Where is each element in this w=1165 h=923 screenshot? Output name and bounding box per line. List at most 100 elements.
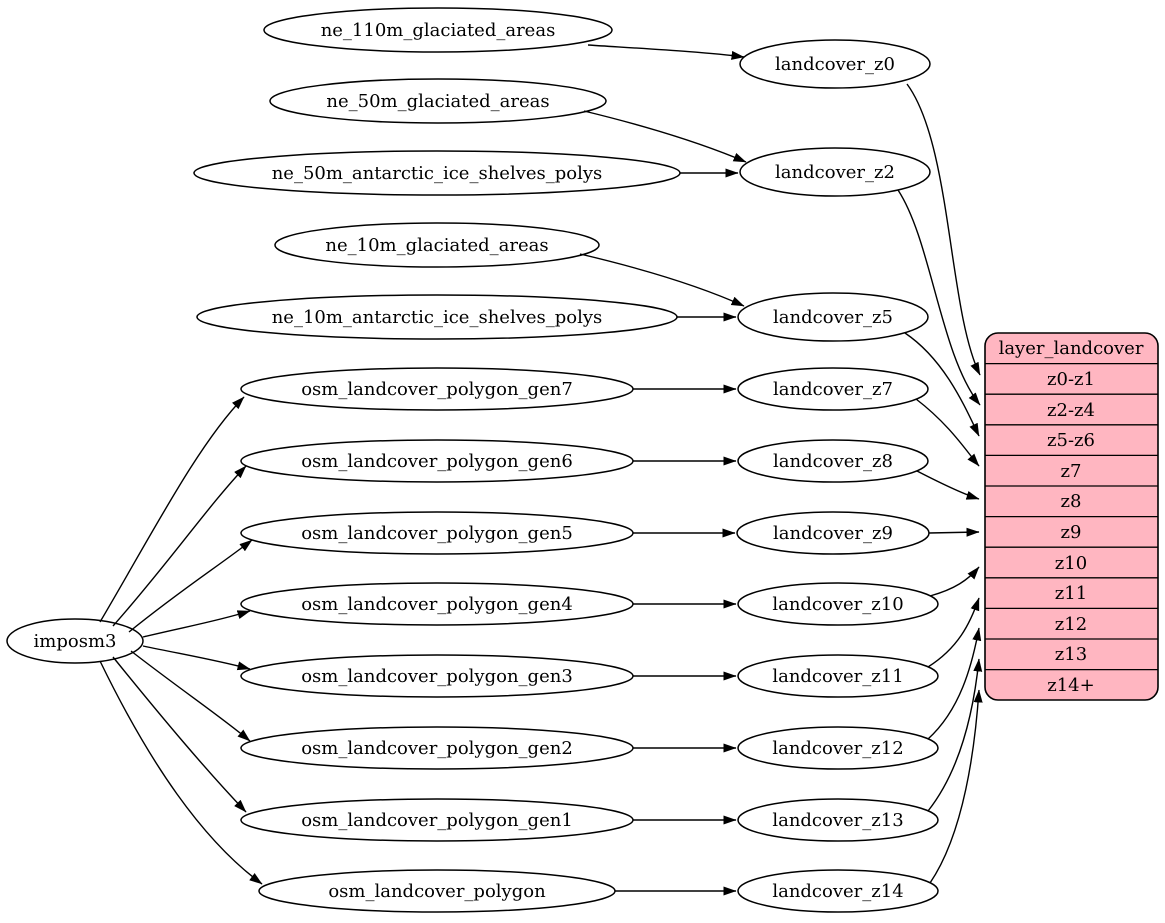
node-label: landcover_z10 — [772, 594, 903, 615]
table-row-label: z7 — [1061, 461, 1082, 482]
edge-z12-to-row-z12 — [927, 627, 982, 740]
node-landcover-z0: landcover_z0 — [739, 39, 931, 89]
edge-ne110m-glaciated-to-z0 — [587, 44, 745, 60]
edge-z10-to-row-z10 — [929, 566, 980, 597]
node-label: ne_10m_glaciated_areas — [325, 235, 548, 256]
node-osm-landcover-polygon-gen2: osm_landcover_polygon_gen2 — [240, 726, 634, 770]
node-ellipse — [6, 618, 144, 664]
edge-ne10m-glaciated-to-z5 — [579, 253, 745, 307]
node-osm-landcover-polygon-gen5: osm_landcover_polygon_gen5 — [240, 511, 634, 555]
node-landcover-z8: landcover_z8 — [737, 439, 929, 483]
node-osm-landcover-polygon-gen1: osm_landcover_polygon_gen1 — [240, 798, 634, 842]
node-label: landcover_z11 — [772, 666, 903, 687]
node-landcover-z11: landcover_z11 — [737, 654, 939, 698]
node-label: ne_50m_antarctic_ice_shelves_polys — [272, 163, 603, 184]
node-ellipse — [739, 147, 931, 197]
table-row-label: z12 — [1055, 614, 1087, 635]
layer-landcover-table: layer_landcover z0-z1 z2-z4 z5-z6 z7 z8 … — [984, 332, 1159, 701]
node-label: osm_landcover_polygon_gen7 — [301, 379, 573, 400]
table-row-label: z0-z1 — [1047, 369, 1095, 390]
table-row-label: z8 — [1061, 491, 1082, 512]
node-landcover-z10: landcover_z10 — [737, 582, 939, 626]
node-label: ne_10m_antarctic_ice_shelves_polys — [272, 307, 603, 328]
edge-imposm3-to-gen1 — [112, 656, 247, 813]
node-ellipse — [737, 439, 929, 483]
node-label: imposm3 — [34, 631, 117, 652]
node-ellipse — [737, 582, 939, 626]
edge-z9-to-row-z9 — [928, 527, 980, 537]
node-label: landcover_z7 — [773, 379, 893, 400]
edges-views-to-table-rows — [897, 83, 983, 884]
edge-imposm3-to-gen6 — [112, 465, 247, 627]
edge-z8-to-row-z8 — [916, 470, 980, 500]
node-ne-110m-glaciated-areas: ne_110m_glaciated_areas — [263, 7, 613, 53]
edge-z0-to-row-z0-z1 — [906, 83, 981, 376]
edge-z5-to-row-z5-z6 — [904, 332, 980, 437]
node-ellipse — [737, 726, 939, 770]
node-label: osm_landcover_polygon — [328, 881, 546, 902]
table-row-label: z14+ — [1047, 675, 1094, 696]
edge-z13-to-row-z13 — [927, 658, 983, 812]
edge-imposm3-to-gen7 — [99, 396, 245, 623]
node-imposm3: imposm3 — [6, 618, 144, 664]
node-label: landcover_z2 — [775, 162, 895, 183]
node-ne-10m-antarctic-ice-shelves-polys: ne_10m_antarctic_ice_shelves_polys — [196, 294, 678, 340]
node-ne-50m-glaciated-areas: ne_50m_glaciated_areas — [269, 78, 607, 124]
node-ellipse — [739, 39, 931, 89]
node-ne-10m-glaciated-areas: ne_10m_glaciated_areas — [274, 222, 600, 268]
edge-z7-to-row-z7 — [915, 398, 980, 467]
edge-imposm3-to-gen5 — [128, 539, 253, 633]
node-osm-landcover-polygon-gen7: osm_landcover_polygon_gen7 — [240, 367, 634, 411]
node-landcover-z7: landcover_z7 — [737, 367, 929, 411]
node-osm-landcover-polygon-gen6: osm_landcover_polygon_gen6 — [240, 439, 634, 483]
edge-imposm3-to-gen4 — [142, 610, 251, 638]
edges-importer-to-osm-tables — [99, 396, 263, 885]
node-ellipse — [269, 78, 607, 124]
edge-imposm3-to-polygon — [99, 660, 263, 885]
table-title: layer_landcover — [999, 338, 1144, 359]
table-row-label: z9 — [1061, 522, 1082, 543]
node-label: landcover_z8 — [773, 451, 893, 472]
edge-imposm3-to-gen3 — [142, 645, 251, 671]
table-row-label: z2-z4 — [1047, 400, 1095, 421]
node-label: landcover_z14 — [772, 881, 903, 902]
table-row-label: z13 — [1055, 644, 1087, 665]
node-label: osm_landcover_polygon_gen5 — [301, 523, 573, 544]
node-osm-landcover-polygon-gen4: osm_landcover_polygon_gen4 — [240, 582, 634, 626]
node-label: ne_50m_glaciated_areas — [326, 91, 549, 112]
node-ellipse — [263, 7, 613, 53]
node-label: landcover_z12 — [772, 738, 903, 759]
node-ellipse — [737, 367, 929, 411]
node-landcover-z14: landcover_z14 — [737, 869, 939, 913]
node-label: osm_landcover_polygon_gen6 — [301, 451, 573, 472]
node-label: osm_landcover_polygon_gen1 — [301, 810, 573, 831]
edge-z14-to-row-z14plus — [929, 689, 983, 884]
node-label: landcover_z9 — [773, 523, 893, 544]
node-landcover-z5: landcover_z5 — [737, 292, 929, 342]
node-ellipse — [274, 222, 600, 268]
node-landcover-z9: landcover_z9 — [736, 511, 930, 555]
table-row-label: z10 — [1055, 553, 1087, 574]
node-osm-landcover-polygon: osm_landcover_polygon — [258, 869, 616, 913]
edge-imposm3-to-gen2 — [130, 650, 251, 742]
table-row-label: z11 — [1055, 583, 1087, 604]
node-ne-50m-antarctic-ice-shelves-polys: ne_50m_antarctic_ice_shelves_polys — [193, 150, 681, 196]
node-ellipse — [737, 869, 939, 913]
node-landcover-z12: landcover_z12 — [737, 726, 939, 770]
node-ellipse — [737, 798, 939, 842]
node-ellipse — [737, 654, 939, 698]
node-label: osm_landcover_polygon_gen2 — [301, 738, 573, 759]
table-row-label: z5-z6 — [1047, 430, 1095, 451]
node-label: landcover_z5 — [773, 307, 893, 328]
node-ellipse — [737, 292, 929, 342]
node-label: osm_landcover_polygon_gen3 — [301, 666, 573, 687]
edge-z11-to-row-z11 — [927, 597, 980, 668]
edges-sources-to-views — [579, 44, 747, 896]
node-label: ne_110m_glaciated_areas — [321, 20, 556, 41]
edge-z2-to-row-z2-z4 — [897, 189, 981, 406]
node-label: landcover_z13 — [772, 810, 903, 831]
node-landcover-z2: landcover_z2 — [739, 147, 931, 197]
edge-ne50m-glaciated-to-z2 — [583, 110, 747, 163]
